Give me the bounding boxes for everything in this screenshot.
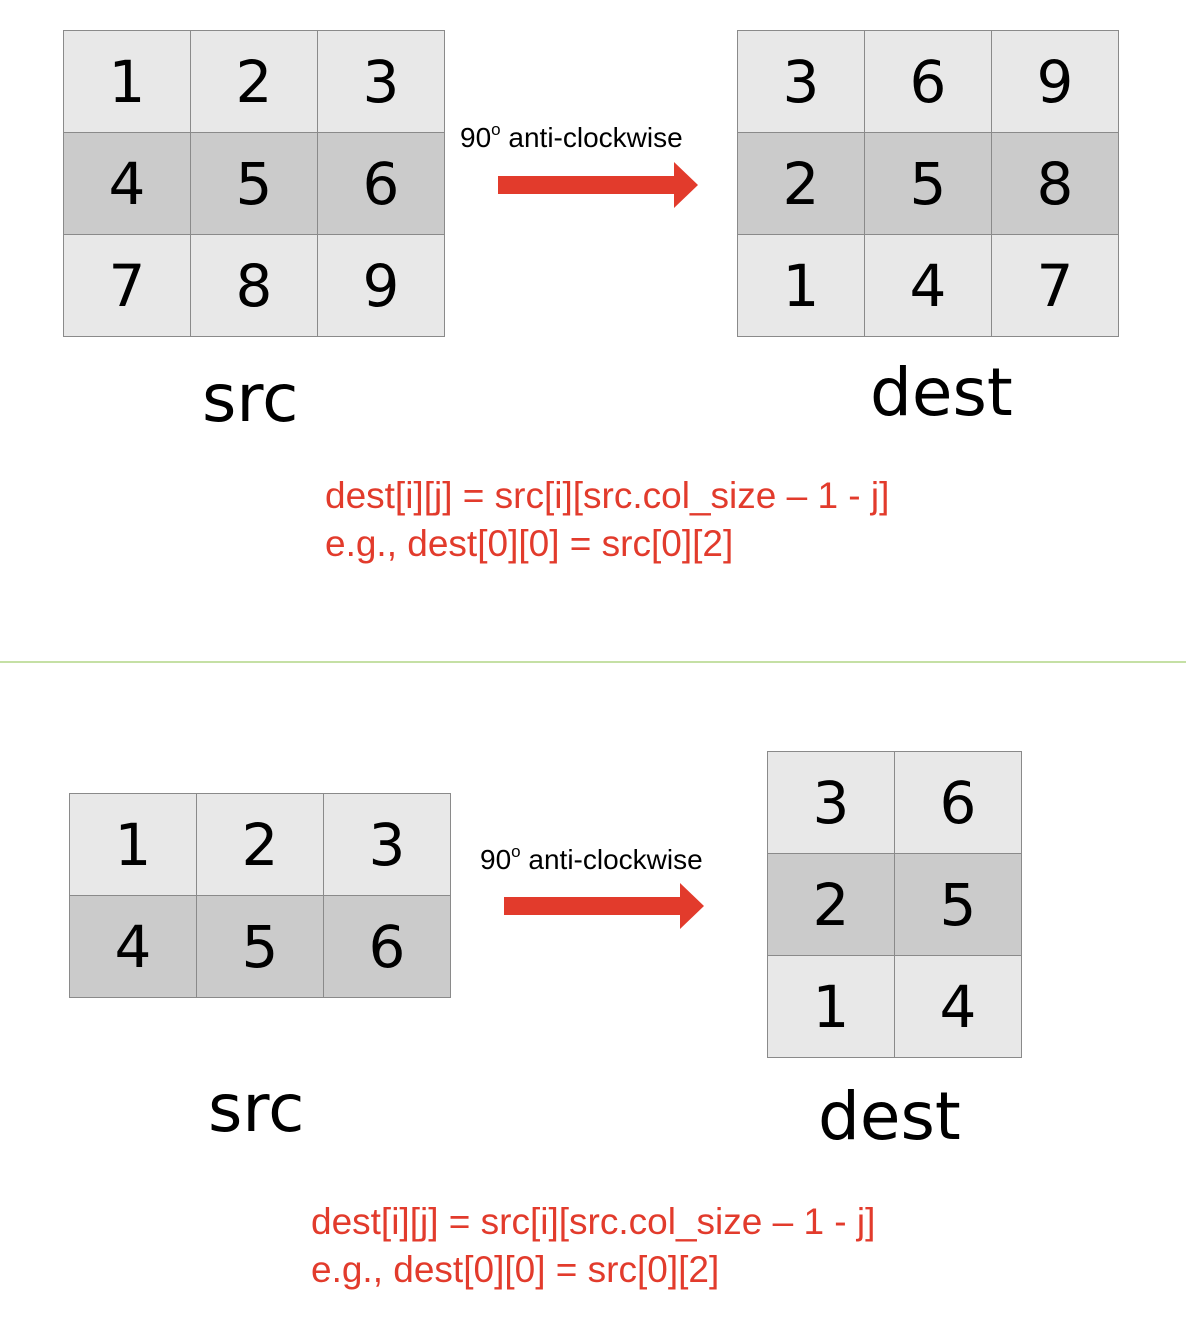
top-arrow-label: 90o anti-clockwise <box>460 121 683 153</box>
matrix-cell: 9 <box>991 30 1119 133</box>
arrow-label-text: anti-clockwise <box>500 122 683 153</box>
matrix-cell: 2 <box>737 132 865 235</box>
bottom-arrow-label: 90o anti-clockwise <box>480 843 703 875</box>
bottom-dest-label: dest <box>818 1078 961 1155</box>
matrix-cell: 1 <box>69 793 197 896</box>
matrix-cell: 1 <box>737 234 865 337</box>
matrix-row: 4 5 6 <box>69 895 451 998</box>
matrix-row: 2 5 8 <box>737 132 1119 235</box>
matrix-row: 1 4 <box>767 955 1022 1058</box>
matrix-cell: 2 <box>767 853 895 956</box>
formula-line: dest[i][j] = src[i][src.col_size – 1 - j… <box>325 475 890 516</box>
bottom-dest-matrix: 3 6 2 5 1 4 <box>767 751 1022 1058</box>
bottom-right-arrow-icon <box>504 883 704 929</box>
arrow-label-number: 90 <box>480 844 512 875</box>
arrow-label-number: 90 <box>460 122 492 153</box>
matrix-row: 1 2 3 <box>63 30 445 133</box>
formula-line: dest[i][j] = src[i][src.col_size – 1 - j… <box>311 1201 876 1242</box>
matrix-cell: 3 <box>323 793 451 896</box>
matrix-cell: 6 <box>317 132 445 235</box>
matrix-cell: 3 <box>737 30 865 133</box>
matrix-cell: 8 <box>190 234 318 337</box>
matrix-row: 7 8 9 <box>63 234 445 337</box>
matrix-cell: 4 <box>894 955 1022 1058</box>
bottom-formula: dest[i][j] = src[i][src.col_size – 1 - j… <box>311 1198 875 1294</box>
matrix-cell: 5 <box>196 895 324 998</box>
matrix-cell: 6 <box>323 895 451 998</box>
top-dest-label: dest <box>870 354 1013 431</box>
matrix-row: 1 4 7 <box>737 234 1119 337</box>
matrix-cell: 5 <box>190 132 318 235</box>
matrix-row: 3 6 <box>767 751 1022 854</box>
matrix-row: 1 2 3 <box>69 793 451 896</box>
bottom-src-matrix: 1 2 3 4 5 6 <box>69 793 451 998</box>
matrix-row: 2 5 <box>767 853 1022 956</box>
degree-symbol: o <box>511 842 521 861</box>
matrix-cell: 4 <box>63 132 191 235</box>
top-panel: 1 2 3 4 5 6 7 8 9 src 90o anti-clockwise… <box>0 0 1186 660</box>
top-src-matrix: 1 2 3 4 5 6 7 8 9 <box>63 30 445 337</box>
matrix-cell: 8 <box>991 132 1119 235</box>
matrix-cell: 2 <box>196 793 324 896</box>
matrix-cell: 9 <box>317 234 445 337</box>
matrix-cell: 7 <box>991 234 1119 337</box>
matrix-cell: 1 <box>63 30 191 133</box>
formula-example: e.g., dest[0][0] = src[0][2] <box>325 523 734 564</box>
bottom-src-label: src <box>208 1070 305 1147</box>
matrix-cell: 4 <box>69 895 197 998</box>
arrow-label-text: anti-clockwise <box>520 844 703 875</box>
section-divider <box>0 661 1186 663</box>
matrix-cell: 4 <box>864 234 992 337</box>
matrix-cell: 3 <box>767 751 895 854</box>
matrix-cell: 6 <box>864 30 992 133</box>
matrix-row: 3 6 9 <box>737 30 1119 133</box>
matrix-cell: 6 <box>894 751 1022 854</box>
matrix-cell: 7 <box>63 234 191 337</box>
top-dest-matrix: 3 6 9 2 5 8 1 4 7 <box>737 30 1119 337</box>
formula-example: e.g., dest[0][0] = src[0][2] <box>311 1249 720 1290</box>
top-right-arrow-icon <box>498 162 698 208</box>
top-formula: dest[i][j] = src[i][src.col_size – 1 - j… <box>325 472 889 568</box>
matrix-row: 4 5 6 <box>63 132 445 235</box>
matrix-cell: 5 <box>894 853 1022 956</box>
top-src-label: src <box>202 360 299 437</box>
matrix-cell: 1 <box>767 955 895 1058</box>
degree-symbol: o <box>491 120 501 139</box>
